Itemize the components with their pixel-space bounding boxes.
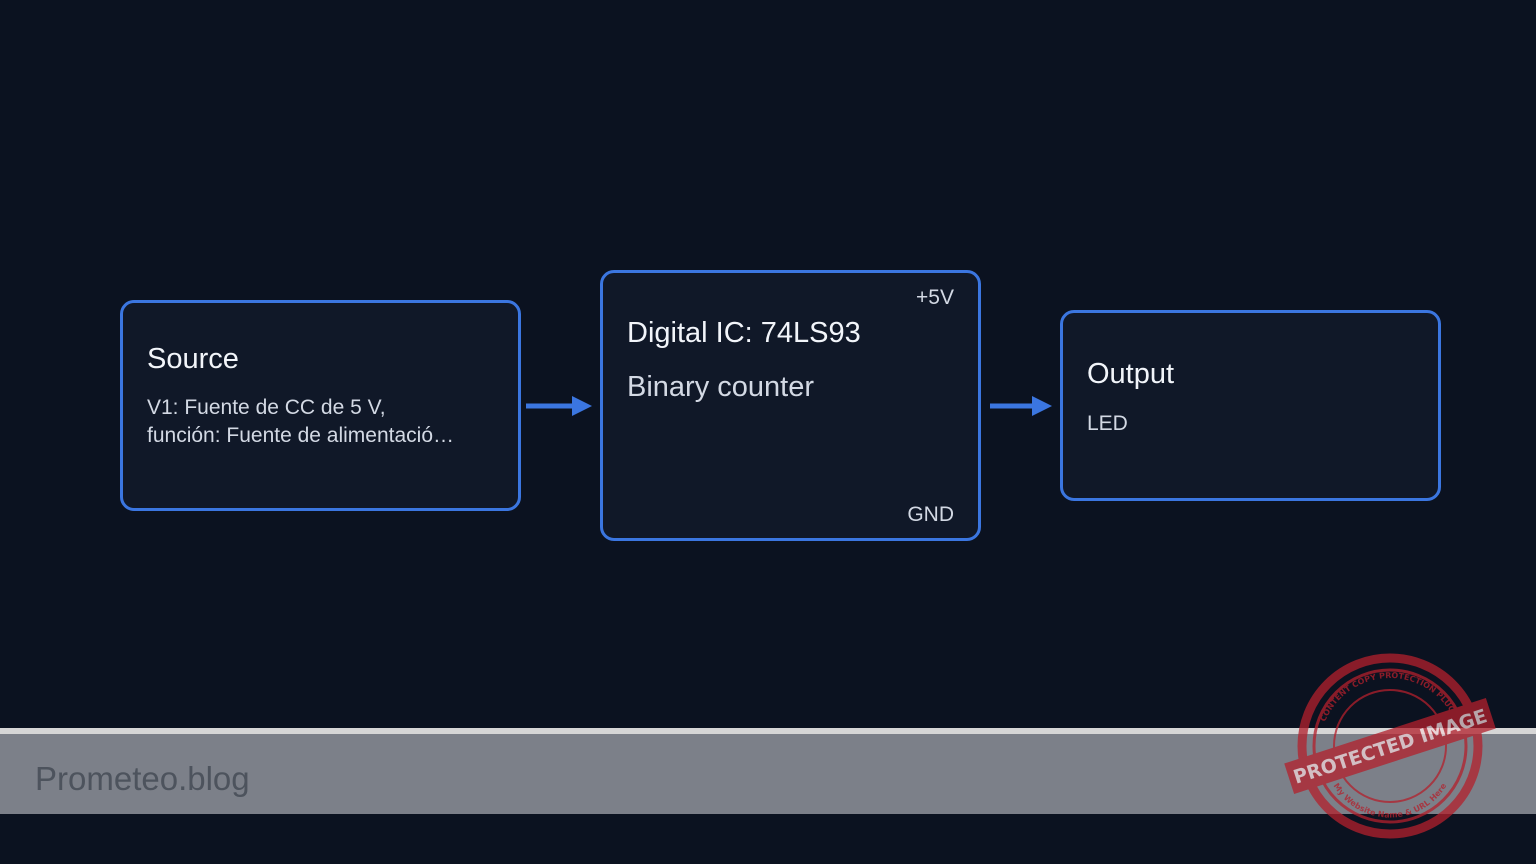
ic-block: +5V Digital IC: 74LS93 Binary counter GN…: [600, 270, 981, 541]
arrow-ic-to-output: [990, 396, 1052, 416]
vcc-pin-label: +5V: [916, 286, 954, 309]
svg-text:My Website Name & URL Here: My Website Name & URL Here: [1332, 781, 1449, 819]
protected-image-watermark-icon: CONTENT COPY PROTECTION PLUGIN My Websit…: [1284, 653, 1496, 839]
source-line-1: V1: Fuente de CC de 5 V,: [147, 396, 386, 419]
ic-title: Digital IC: 74LS93: [627, 317, 861, 349]
ic-function: Binary counter: [627, 371, 814, 403]
source-line-2: función: Fuente de alimentació…: [147, 424, 455, 447]
arrow-source-to-ic: [526, 396, 592, 416]
footer-bar: Prometeo.blog: [0, 728, 1536, 814]
gnd-pin-label: GND: [907, 503, 954, 526]
source-title: Source: [147, 343, 239, 375]
source-block: Source V1: Fuente de CC de 5 V, función:…: [120, 300, 521, 511]
output-title: Output: [1087, 358, 1175, 390]
output-block: Output LED: [1060, 310, 1441, 501]
footer-brand[interactable]: Prometeo.blog: [35, 760, 250, 797]
source-description: V1: Fuente de CC de 5 V, función: Fuente…: [147, 394, 499, 450]
output-description: LED: [1087, 412, 1128, 435]
